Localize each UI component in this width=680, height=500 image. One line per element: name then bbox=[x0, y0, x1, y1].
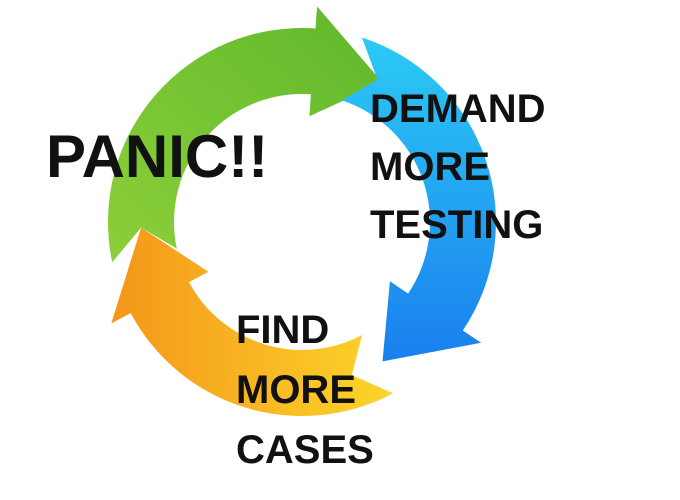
stage-label-line: CASES bbox=[236, 428, 374, 472]
demand-more-testing-arrow bbox=[341, 37, 496, 362]
stage-label-panic: PANIC!! bbox=[46, 124, 268, 190]
stage-label-line: FIND bbox=[236, 308, 330, 352]
stage-label-line: DEMAND bbox=[370, 87, 546, 131]
stage-label-line: MORE bbox=[370, 145, 490, 189]
stage-label-line: TESTING bbox=[370, 203, 544, 247]
stage-label-line: PANIC!! bbox=[46, 123, 269, 190]
stage-label-line: MORE bbox=[236, 368, 356, 412]
find-more-cases-arrow bbox=[111, 227, 394, 417]
stage-label-demand-more-testing: DEMAND MORE TESTING bbox=[370, 80, 546, 254]
panic-arrow bbox=[107, 6, 383, 263]
stage-label-find-more-cases: FIND MORE CASES bbox=[236, 300, 374, 480]
